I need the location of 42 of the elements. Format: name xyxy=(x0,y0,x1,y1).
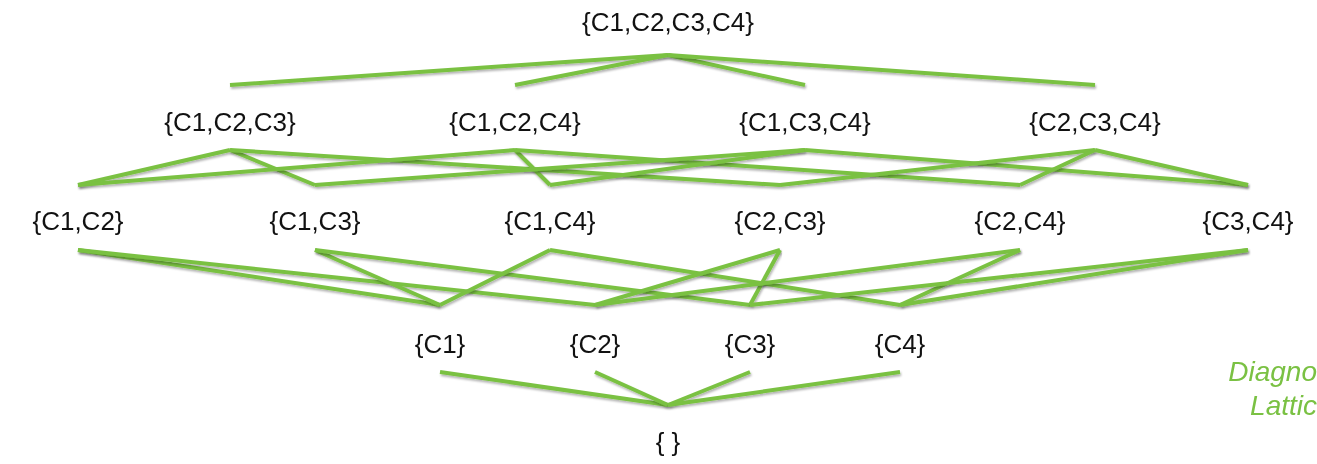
connector-line xyxy=(549,248,901,307)
set-label: {C1,C2,C3,C4} xyxy=(582,8,754,36)
set-label: {C2,C3} xyxy=(734,207,826,235)
connector-line xyxy=(229,148,316,187)
connector-line xyxy=(667,370,751,407)
connector-line xyxy=(594,248,1021,307)
connector-line xyxy=(899,248,1021,307)
diagram-caption: Diagno Lattic xyxy=(1227,355,1317,423)
set-label: {C4} xyxy=(874,330,926,358)
connector-line xyxy=(229,148,781,187)
connector-line xyxy=(1094,148,1249,187)
connector-line xyxy=(594,370,669,407)
connector-line xyxy=(779,148,1096,187)
connector-line xyxy=(514,148,1021,187)
set-label: {C1,C2,C3} xyxy=(164,108,296,136)
connector-line xyxy=(667,53,1096,87)
set-label: {C2} xyxy=(569,330,621,358)
connector-line xyxy=(549,148,806,187)
connector-line xyxy=(513,148,552,187)
set-label: {C1,C4} xyxy=(504,207,596,235)
set-label: {C1,C2} xyxy=(32,207,124,235)
set-label: { } xyxy=(655,428,681,456)
set-label: {C3} xyxy=(724,330,776,358)
connector-line xyxy=(899,248,1249,307)
connector-line xyxy=(77,248,596,307)
connector-line xyxy=(667,370,901,407)
set-label: {C1,C3,C4} xyxy=(739,108,871,136)
connector-line xyxy=(514,53,669,87)
set-label: {C1} xyxy=(414,330,466,358)
connector-line xyxy=(77,148,516,187)
connector-line xyxy=(804,148,1249,187)
connector-line xyxy=(314,248,751,307)
connector-line xyxy=(439,370,669,407)
connector-line xyxy=(439,248,551,307)
connector-line xyxy=(314,248,441,307)
set-label: {C3,C4} xyxy=(1202,207,1294,235)
set-label: {C1,C3} xyxy=(269,207,361,235)
connector-line xyxy=(1019,148,1096,187)
set-label: {C2,C4} xyxy=(974,207,1066,235)
connector-line xyxy=(748,249,782,306)
set-label: {C1,C2,C4} xyxy=(449,108,581,136)
set-label: {C2,C3,C4} xyxy=(1029,108,1161,136)
